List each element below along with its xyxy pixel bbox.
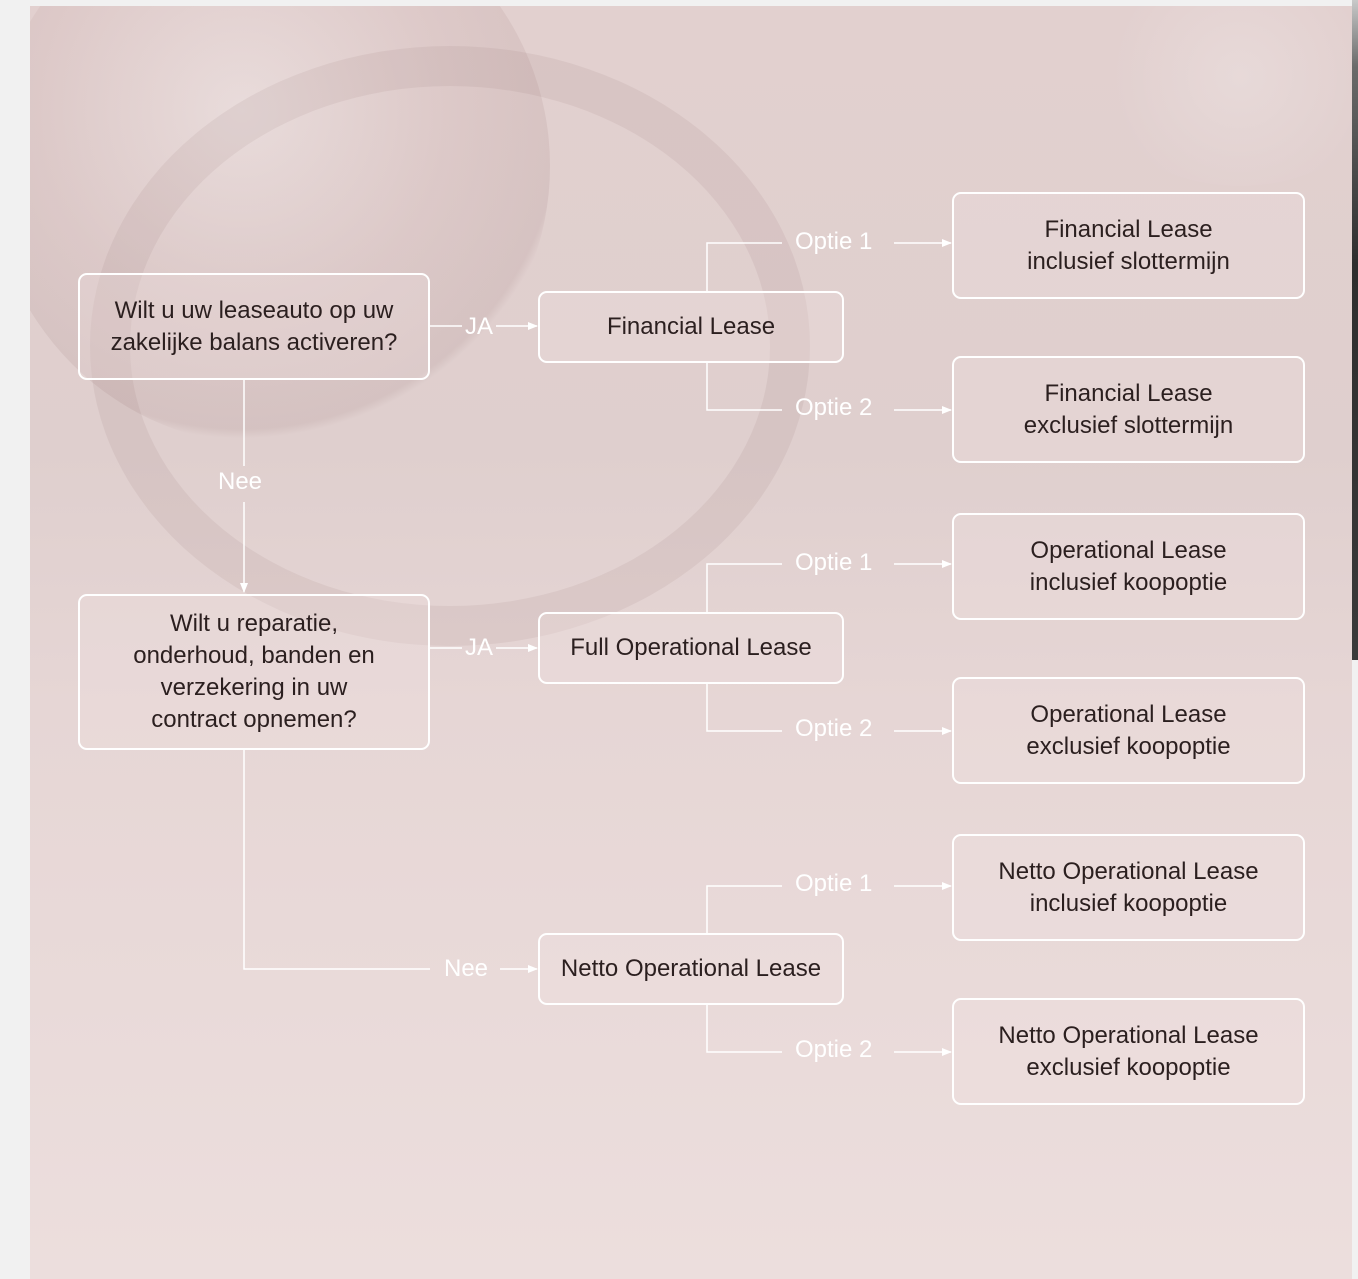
netto-operational-lease-box: Netto Operational Lease (538, 933, 844, 1005)
connector-netto-optie2 (706, 1005, 782, 1053)
label-fin-optie1: Optie 1 (795, 228, 873, 255)
label-netto-optie1: Optie 1 (795, 870, 873, 897)
full-operational-lease-text: Full Operational Lease (570, 634, 812, 661)
option-financial-incl-box: Financial Lease inclusief slottermijn (952, 192, 1305, 299)
label-full-optie1: Optie 1 (795, 549, 873, 576)
edge-strip (1352, 0, 1358, 660)
label-netto-optie2: Optie 2 (795, 1036, 873, 1063)
full-operational-lease-box: Full Operational Lease (538, 612, 844, 684)
option-financial-incl-text: Financial Lease inclusief slottermijn (1027, 215, 1230, 275)
option-operational-incl-text: Operational Lease inclusief koopoptie (1029, 536, 1228, 596)
connector-netto-optie1 (706, 885, 782, 933)
label-full-optie2: Optie 2 (795, 715, 873, 742)
label-nee-q2: Nee (444, 955, 489, 982)
connector-full-optie1 (706, 563, 782, 612)
label-nee-q1: Nee (218, 468, 263, 495)
question-balance-box: Wilt u uw leaseauto op uw zakelijke bala… (78, 273, 430, 380)
connector-q2-nee (243, 750, 430, 970)
question-balance-text: Wilt u uw leaseauto op uw zakelijke bala… (110, 296, 398, 356)
option-operational-excl-box: Operational Lease exclusief koopoptie (952, 677, 1305, 784)
option-netto-incl-box: Netto Operational Lease inclusief koopop… (952, 834, 1305, 941)
option-financial-excl-box: Financial Lease exclusief slottermijn (952, 356, 1305, 463)
connector-fin-optie2 (706, 362, 782, 411)
financial-lease-text: Financial Lease (606, 313, 776, 340)
option-operational-excl-text: Operational Lease exclusief koopoptie (1026, 700, 1231, 760)
netto-operational-lease-text: Netto Operational Lease (560, 955, 822, 982)
financial-lease-box: Financial Lease (538, 291, 844, 363)
label-fin-optie2: Optie 2 (795, 394, 873, 421)
label-ja-q2: JA (465, 634, 494, 661)
option-netto-incl-text: Netto Operational Lease inclusief koopop… (998, 857, 1259, 917)
label-ja-q1: JA (465, 313, 494, 340)
option-netto-excl-box: Netto Operational Lease exclusief koopop… (952, 998, 1305, 1105)
connector-full-optie2 (706, 684, 782, 732)
option-operational-incl-box: Operational Lease inclusief koopoptie (952, 513, 1305, 620)
question-services-box: Wilt u reparatie, onderhoud, banden en v… (78, 594, 430, 750)
question-services-text: Wilt u reparatie, onderhoud, banden en v… (133, 610, 375, 733)
connector-fin-optie1 (706, 242, 782, 291)
option-financial-excl-text: Financial Lease exclusief slottermijn (1023, 379, 1234, 439)
option-netto-excl-text: Netto Operational Lease exclusief koopop… (998, 1021, 1259, 1081)
